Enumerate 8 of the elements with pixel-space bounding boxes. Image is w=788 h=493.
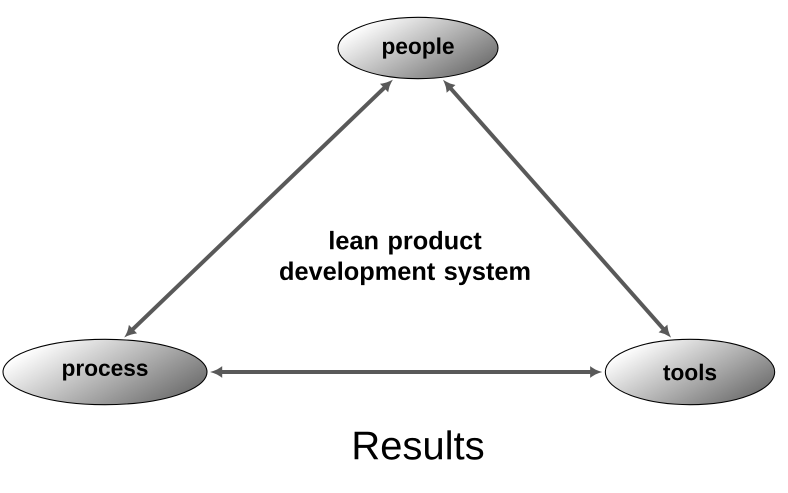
result-text: Results (354, 430, 484, 460)
ellipse-node: tools (604, 338, 776, 406)
center-text: lean product development system (280, 230, 530, 286)
ellipse-node: process (2, 338, 208, 406)
double-arrow (212, 367, 600, 377)
ellipse-node: people (337, 16, 499, 80)
double-arrow (126, 81, 392, 336)
double-arrow (444, 82, 670, 336)
